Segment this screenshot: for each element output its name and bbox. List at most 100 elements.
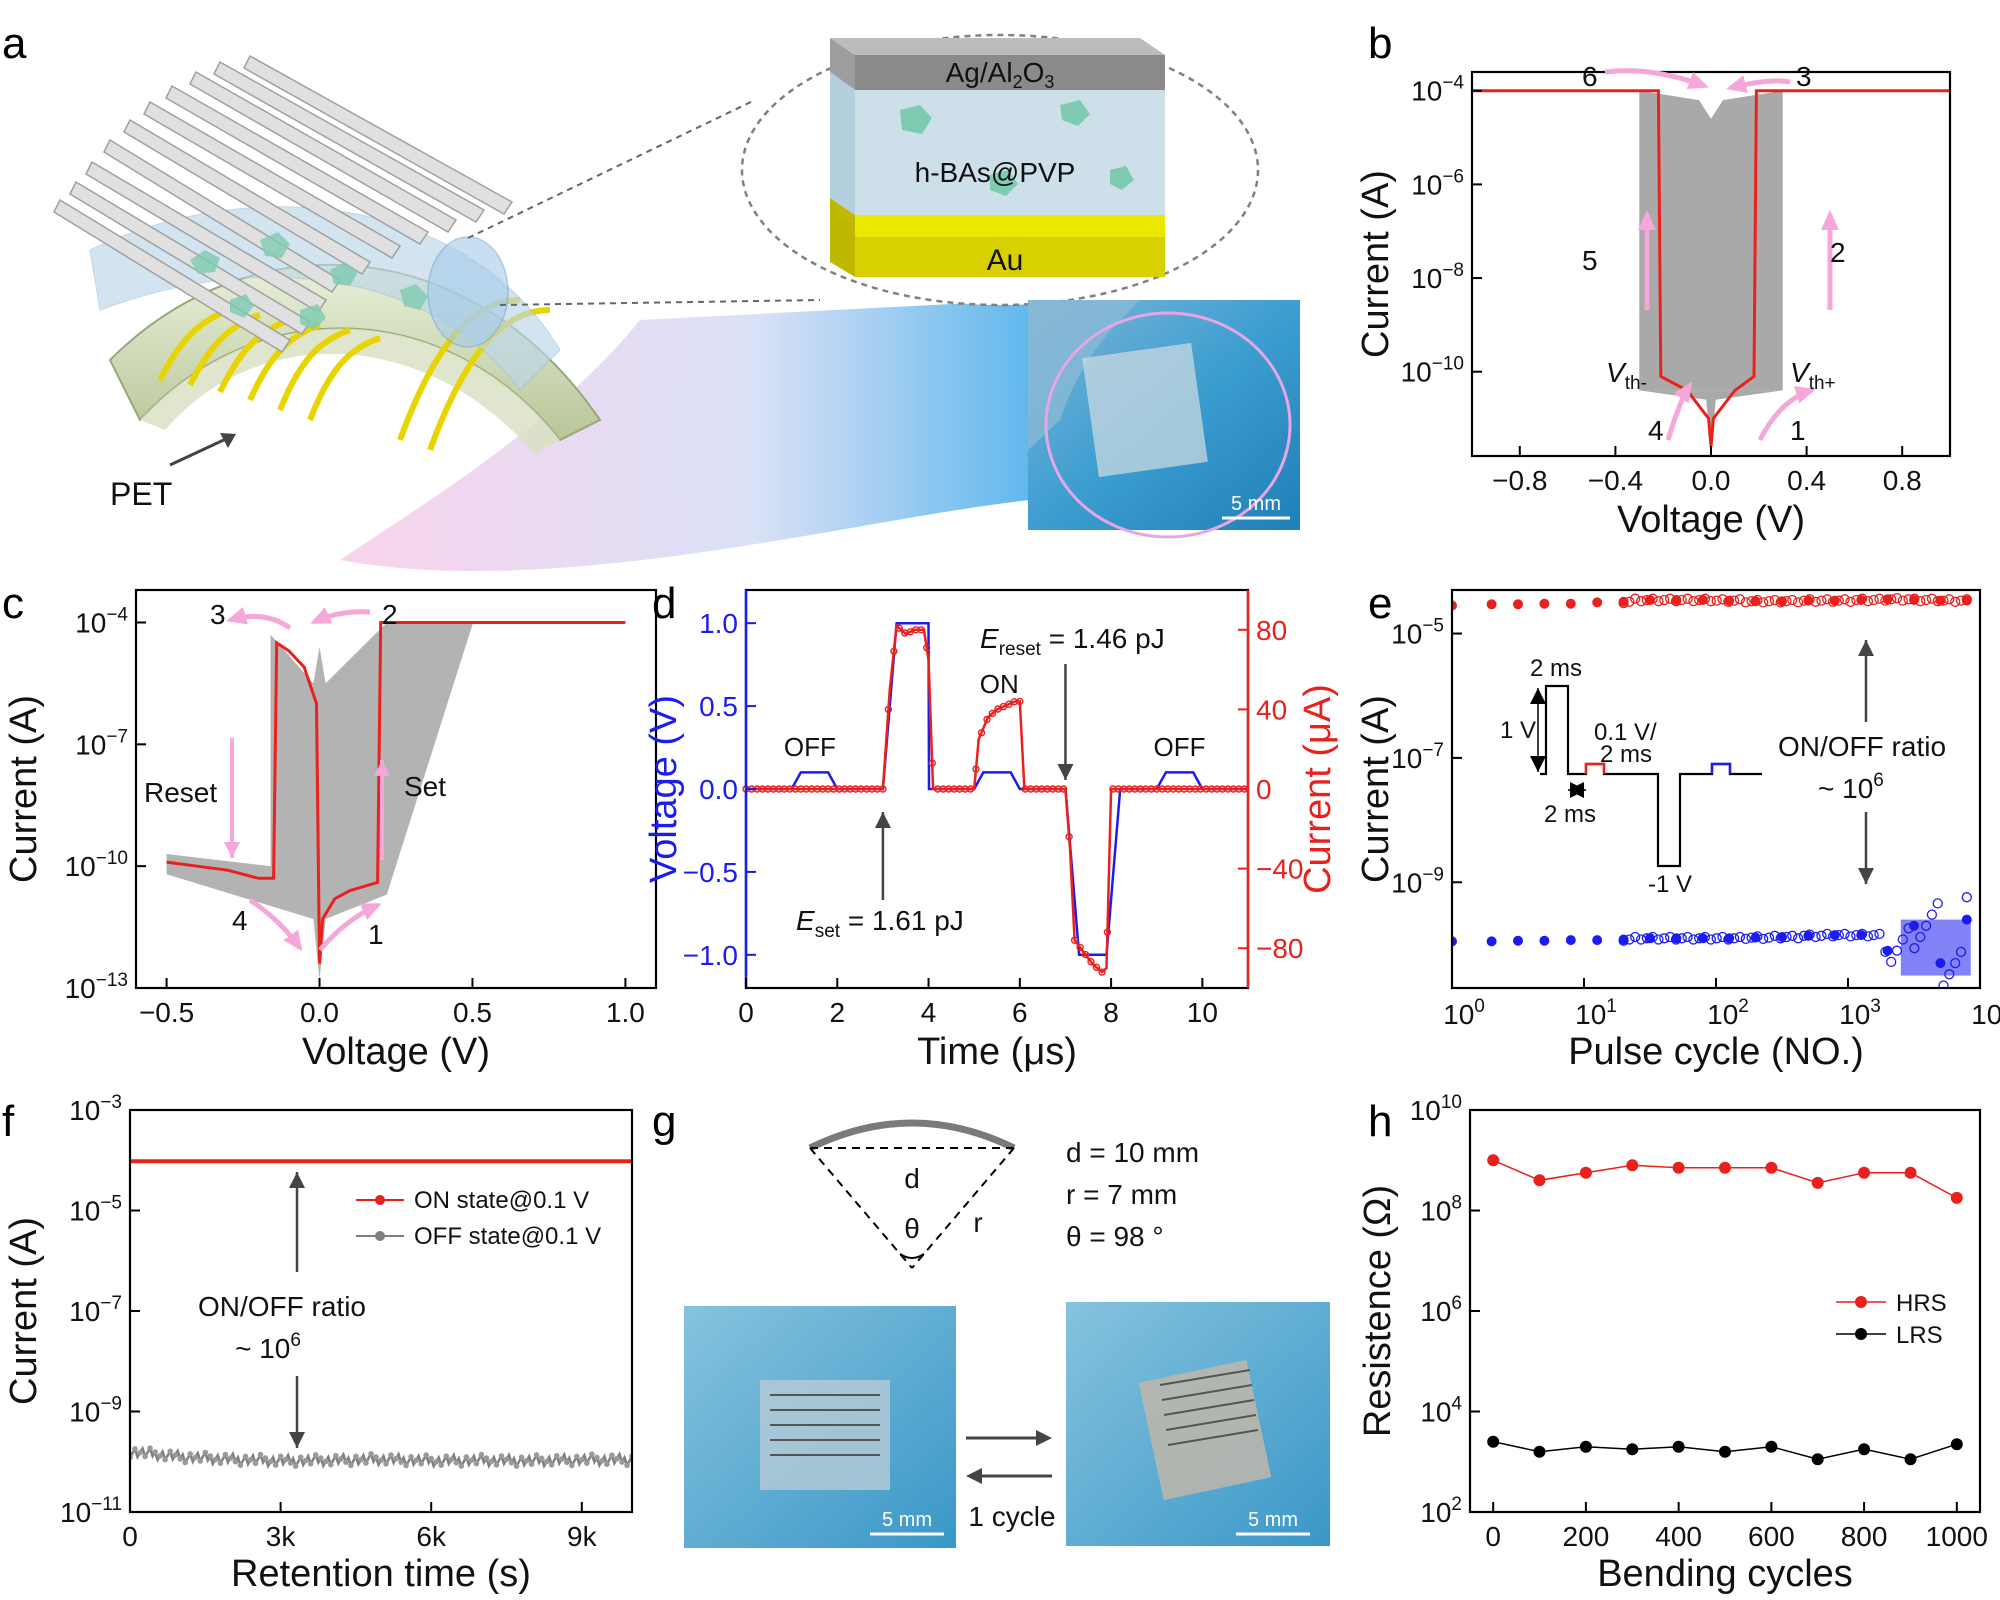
e-pulse-read-red [1584,762,1606,774]
e-point [1641,933,1653,944]
d-current-point [923,644,931,652]
h-lrs-point [1579,1440,1592,1453]
f-arrow-up-head [289,1172,305,1188]
d-current-point [890,647,898,655]
c-frame [134,588,658,990]
b-ylabel: Current (A) [1355,170,1397,358]
f-off-point [187,1451,193,1457]
e-point [1711,595,1722,606]
f-legend-on-marker [375,1195,385,1205]
e-point [1827,596,1839,607]
d-label-e-set: Eset = 1.61 pJ [796,905,964,942]
d-xtick-label: 6 [1012,997,1028,1028]
e-point [1728,933,1740,944]
f-off-point [142,1453,148,1460]
e-point [1740,597,1751,608]
label-pet: PET [110,476,172,512]
e-pulse-t-arrow-right-head [1570,782,1586,798]
b-xtick-label: 0.8 [1883,465,1922,496]
b-label-vth-plus: Vth+ [1790,357,1836,394]
f-off-point [152,1449,158,1455]
f-off-point [167,1448,173,1455]
e-point [1787,594,1798,606]
d-label-e-reset: Ereset = 1.46 pJ [980,623,1165,660]
e-point [1897,595,1908,606]
e-point [1659,933,1670,944]
e-point [1699,931,1711,943]
device-photo-film [1082,342,1208,478]
d-current-point [895,624,903,632]
d-ytick-label: −0.5 [683,857,738,888]
f-off-point [267,1458,274,1465]
c-ytick-label: 10−7 [75,726,128,760]
e-point [1653,596,1664,607]
e-point [1539,598,1550,609]
e-point [1862,931,1874,942]
f-off-point [312,1452,319,1458]
h-hrs-point [1904,1166,1917,1179]
e-point [1961,892,1972,903]
e-point [1763,932,1775,943]
e-point [1781,596,1792,607]
h-legend-lrs-marker [1855,1328,1867,1340]
ag-electrodes [53,54,514,354]
panel-letter-c: c [2,579,24,628]
f-off-point [478,1451,485,1458]
c-label-3: 3 [210,599,226,630]
b-label-2: 2 [1830,237,1846,268]
f-ytick-label: 10−11 [60,1494,122,1528]
panel-letter-a: a [2,19,27,68]
e-point [1452,600,1457,611]
b-arrow-5-head [1638,210,1656,230]
d-label-on: ON [980,669,1019,699]
h-series-hrs [1487,1154,1963,1204]
e-point [1513,599,1523,610]
d-current-point [1087,958,1095,966]
e-point [1822,594,1833,605]
c-grey-band [166,622,473,980]
f-legend-off-label: OFF state@0.1 V [414,1223,601,1250]
e-point [1792,597,1804,608]
e-point [1723,934,1734,945]
f-off-point [247,1457,254,1463]
d-ytick-right-label: −40 [1256,854,1304,885]
e-point [1787,930,1798,941]
f-off-point [569,1462,575,1469]
f-off-point [368,1451,374,1457]
h-ytick-label: 104 [1420,1394,1462,1428]
f-arrow-down-head [289,1432,305,1448]
e-pulse-v-arrow-up-head [1530,688,1546,704]
e-point [1856,593,1868,604]
e-point [1717,594,1728,605]
f-off-point [297,1454,304,1460]
e-point [1676,594,1687,606]
e-point [1647,593,1658,604]
e-pulse-read-blue [1710,762,1732,774]
theta-arc [899,1253,925,1259]
flat-photo-film [760,1380,890,1490]
e-point [1758,933,1769,945]
f-off-point [498,1453,505,1459]
e-ylabel: Current (A) [1355,695,1397,883]
f-off-point [182,1459,188,1466]
c-label-2: 2 [382,599,398,630]
e-dense-on [1618,592,1972,609]
b-ytick-label: 10−8 [1411,260,1464,294]
e-point [1932,898,1943,909]
e-point [1874,593,1885,604]
device-photo-circle [1044,311,1292,539]
f-ytick-label: 10−9 [69,1394,122,1428]
e-point [1752,594,1763,606]
f-off-point [433,1459,440,1465]
f-off-point [403,1462,409,1469]
f-off-point [373,1454,379,1460]
d-ylabel: Voltage (V) [643,695,685,883]
b-grey-band [1639,90,1783,452]
d-xtick-label: 4 [921,997,937,1028]
e-dense-off [1618,892,1972,988]
